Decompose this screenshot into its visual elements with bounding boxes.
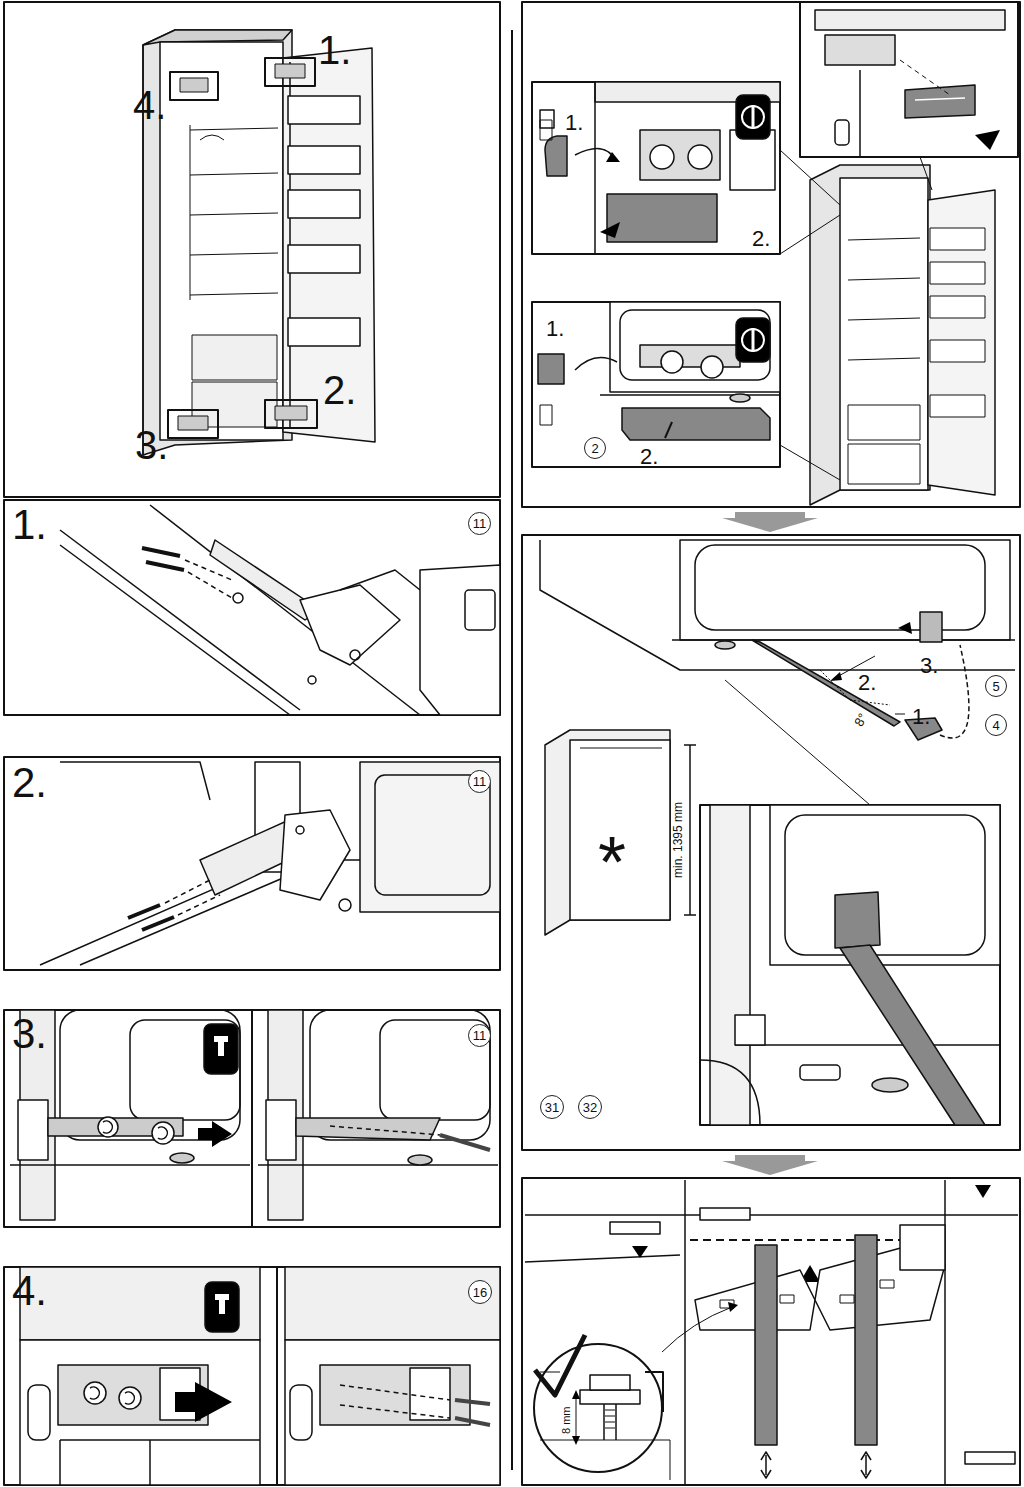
sub-step-number: 1. (565, 112, 583, 134)
sub-step-number: 1. (546, 318, 564, 340)
callout-circle: 31 (540, 1095, 564, 1119)
step-number: 2. (12, 762, 47, 804)
callout-number: 4 (992, 719, 999, 732)
callout-circle: 11 (468, 512, 491, 535)
callout-circle: 16 (468, 1280, 492, 1304)
sub-step-number: 2. (858, 672, 876, 694)
sub-step-number: 1. (912, 706, 930, 728)
dimension-label: min. 1395 mm (672, 802, 684, 878)
callout-circle: 32 (578, 1095, 602, 1119)
step-number: 2. (323, 370, 356, 410)
sub-step-number: 2. (752, 228, 770, 250)
callout-circle: 11 (468, 1024, 491, 1047)
callout-circle: 11 (468, 770, 491, 793)
callout-circle: 5 (985, 675, 1007, 697)
step-number: 3. (135, 425, 168, 465)
sub-step-number: 3. (920, 655, 938, 677)
callout-number: 16 (473, 1286, 487, 1299)
callout-circle: 4 (985, 714, 1007, 736)
angle-label: 8° (852, 711, 869, 728)
callout-number: 5 (992, 680, 999, 693)
callout-number: 2 (591, 442, 598, 455)
callout-number: 11 (473, 1029, 487, 1042)
callout-number: 32 (583, 1101, 597, 1114)
step-number: 1. (318, 30, 351, 70)
callout-number: 31 (545, 1101, 559, 1114)
sub-step-number: 2. (640, 446, 658, 468)
step-number: 3. (12, 1013, 47, 1055)
callout-circle: 2 (584, 437, 606, 459)
callout-number: 11 (473, 775, 487, 788)
step-number: 4. (12, 1270, 47, 1312)
step-number: 1. (12, 504, 47, 546)
callout-number: 11 (473, 517, 487, 530)
note-marker: * (598, 826, 626, 898)
dimension-label: 8 mm (561, 1407, 572, 1435)
step-number: 4. (133, 85, 166, 125)
